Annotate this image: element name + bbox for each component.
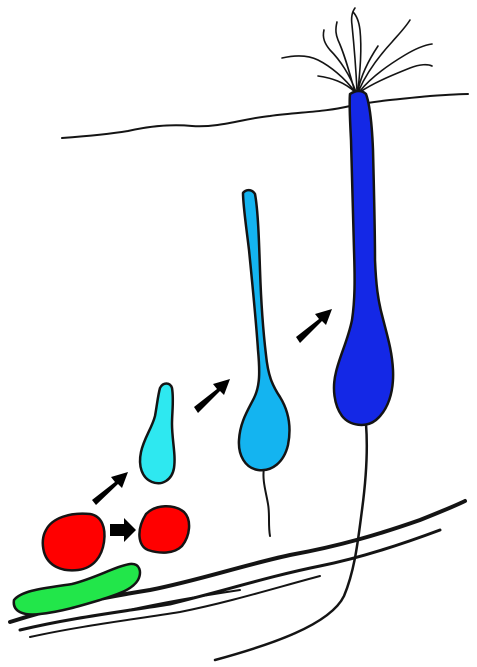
arrow-light-blue-to-dark-blue: [296, 309, 332, 343]
arrow-red-to-red: [110, 518, 136, 542]
light-blue-cell: [239, 190, 290, 470]
cyan-cell: [140, 384, 175, 484]
light-blue-axon: [263, 468, 270, 536]
red-cell-left: [43, 514, 105, 571]
arrow-red-to-cyan: [92, 472, 128, 505]
red-cell-right: [139, 506, 189, 552]
arrow-cyan-to-light-blue: [194, 379, 230, 413]
dark-blue-cell: [334, 91, 393, 425]
green-cell: [14, 564, 140, 615]
dendrite-tuft: [282, 8, 432, 92]
surface-line: [62, 94, 468, 138]
